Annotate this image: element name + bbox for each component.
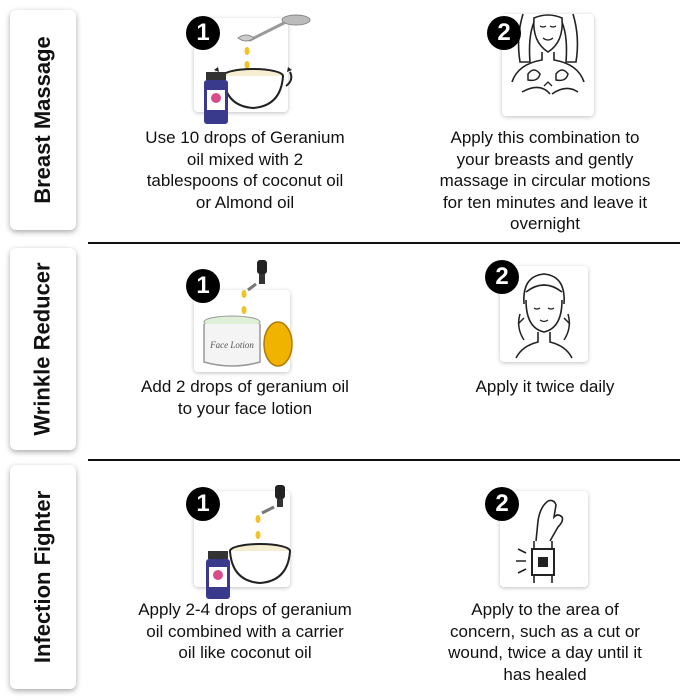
step-2-wrinkle-reducer: 2 Apply it twice daily — [410, 244, 680, 460]
step-number-badge: 2 — [487, 16, 521, 50]
section-title: Infection Fighter — [30, 490, 56, 664]
oil-bowl-spoon-icon — [204, 14, 311, 124]
side-tab-breast-massage: Breast Massage — [10, 10, 76, 230]
step-description: Apply this combination to your breasts a… — [439, 128, 651, 233]
step-number-badge: 1 — [186, 269, 220, 303]
woman-massage-icon — [511, 13, 585, 95]
jar-label: Face Lotion — [209, 340, 254, 350]
section-breast-massage: Breast Massage 1 Use — [0, 0, 690, 240]
section-divider — [88, 459, 680, 461]
step-2-infection-fighter: 2 Apply to the area of concern, such as … — [410, 461, 680, 700]
section-title: Breast Massage — [30, 36, 56, 204]
step-description: Add 2 drops of geranium oil to your face… — [141, 377, 349, 418]
section-wrinkle-reducer: Wrinkle Reducer Face Lotion 1 Add 2 drop… — [0, 244, 690, 460]
step-1-breast-massage: 1 Use 10 drops of Geranium oil mixed wit… — [110, 0, 380, 240]
face-lotion-jar-icon: Face Lotion — [203, 260, 293, 367]
step-number-badge: 1 — [186, 487, 220, 521]
bandaged-wrist-icon — [516, 499, 564, 583]
step-number-badge: 1 — [186, 16, 220, 50]
side-tab-infection-fighter: Infection Fighter — [10, 465, 76, 689]
section-divider — [88, 242, 680, 244]
step-number-badge: 2 — [485, 260, 519, 294]
step-number-badge: 2 — [485, 487, 519, 521]
step-1-infection-fighter: 1 Apply 2-4 drops of geranium oil combin… — [110, 461, 380, 700]
woman-face-icon — [515, 273, 573, 359]
section-infection-fighter: Infection Fighter 1 Apply 2-4 drops of g… — [0, 461, 690, 700]
side-tab-wrinkle-reducer: Wrinkle Reducer — [10, 248, 76, 450]
oil-bowl-dropper-icon — [206, 485, 291, 599]
step-1-wrinkle-reducer: Face Lotion 1 Add 2 drops of geranium oi… — [110, 244, 380, 460]
step-description: Apply 2-4 drops of geranium oil combined… — [138, 600, 352, 662]
step-2-breast-massage: 2 Apply this combination to your breasts… — [410, 0, 680, 240]
step-description: Apply to the area of concern, such as a … — [448, 600, 642, 684]
step-description: Apply it twice daily — [475, 377, 615, 396]
section-title: Wrinkle Reducer — [30, 262, 55, 436]
step-description: Use 10 drops of Geranium oil mixed with … — [145, 128, 345, 212]
